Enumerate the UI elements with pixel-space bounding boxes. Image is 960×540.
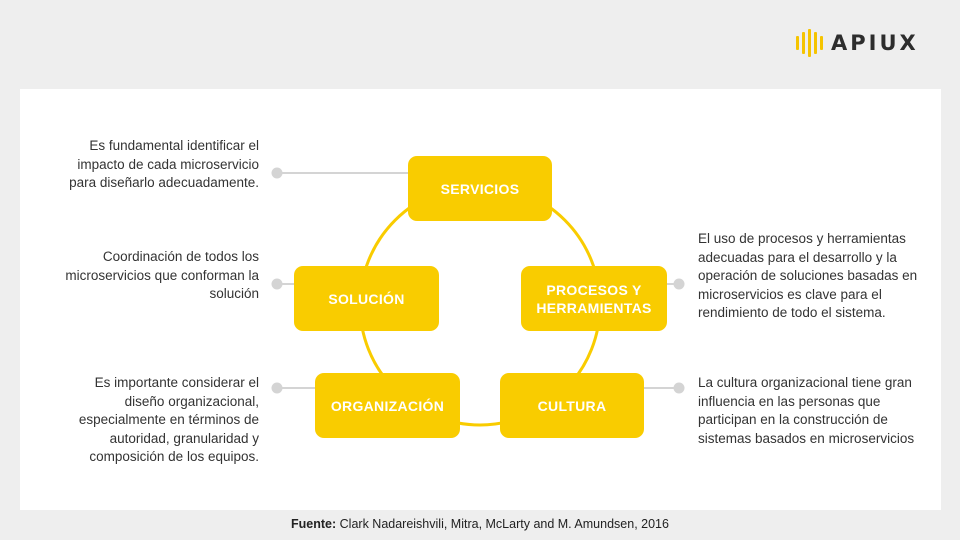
node-cultura: CULTURA bbox=[500, 373, 644, 438]
desc-servicios: Es fundamental identificar el impacto de… bbox=[69, 138, 259, 190]
desc-solucion: Coordinación de todos los microservicios… bbox=[65, 249, 259, 301]
connector-cultura bbox=[641, 382, 685, 394]
source-text: Clark Nadareishvili, Mitra, McLarty and … bbox=[336, 517, 669, 531]
connector-organizacion bbox=[271, 382, 318, 394]
source-label: Fuente: bbox=[291, 517, 337, 531]
connector-solucion bbox=[271, 278, 296, 290]
connector-procesos bbox=[664, 278, 685, 290]
apiux-logo: APIUX bbox=[796, 28, 919, 58]
node-procesos-herramientas: PROCESOS Y HERRAMIENTAS bbox=[521, 266, 667, 331]
logo-bars-icon bbox=[796, 28, 823, 58]
logo-text: APIUX bbox=[831, 31, 919, 55]
connector-servicios bbox=[271, 167, 412, 179]
source-citation: Fuente: Clark Nadareishvili, Mitra, McLa… bbox=[0, 517, 960, 531]
node-solucion: SOLUCIÓN bbox=[294, 266, 439, 331]
desc-procesos: El uso de procesos y herramientas adecua… bbox=[698, 231, 918, 320]
node-servicios: SERVICIOS bbox=[408, 156, 552, 221]
desc-organizacion: Es importante considerar el diseño organ… bbox=[78, 375, 259, 464]
node-organizacion: ORGANIZACIÓN bbox=[315, 373, 460, 438]
desc-cultura: La cultura organizacional tiene gran inf… bbox=[698, 375, 915, 446]
